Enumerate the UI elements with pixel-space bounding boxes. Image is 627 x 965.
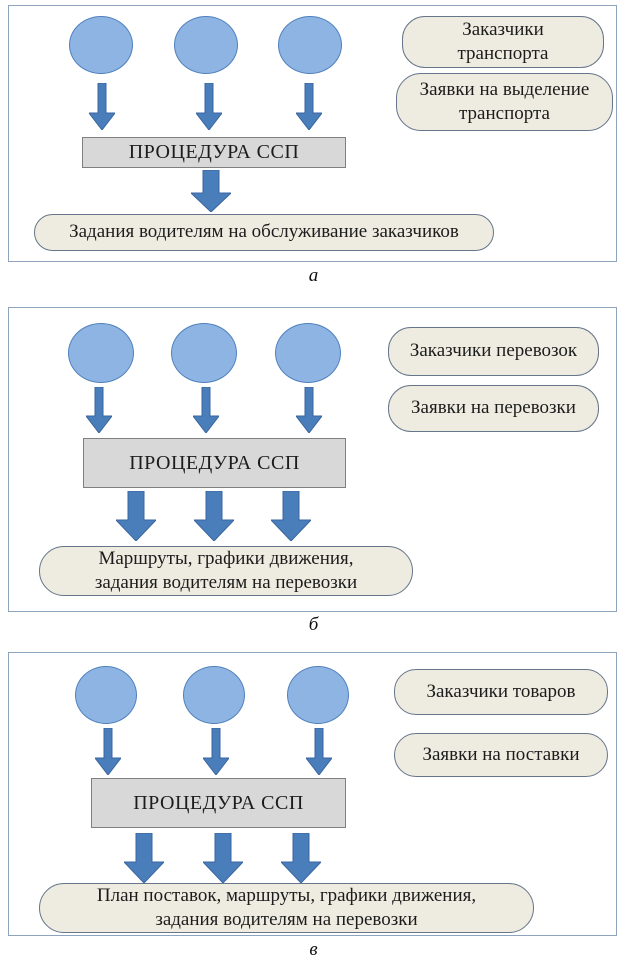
panel-label-v: в — [309, 939, 318, 960]
output-flow-arrow-icon — [279, 832, 323, 884]
output-flow-arrow-icon — [192, 490, 236, 542]
note-line: Заявки на перевозки — [411, 397, 576, 419]
output-box: План поставок, маршруты, графики движени… — [39, 883, 534, 933]
note-requests: Заявки на перевозки — [388, 385, 599, 432]
customer-ellipse — [174, 16, 238, 74]
input-flow-arrow-icon — [87, 82, 117, 131]
note-line: Заказчики товаров — [426, 680, 576, 702]
note-customers: Заказчики перевозок — [388, 327, 599, 376]
note-line: Заявки на поставки — [422, 743, 580, 765]
output-box: Задания водителям на обслуживание заказч… — [34, 214, 494, 251]
note-customers: Заказчики товаров — [394, 669, 608, 715]
output-line: задания водителям на перевозки — [94, 572, 358, 593]
procedure-box: ПРОЦЕДУРА ССП — [91, 778, 346, 828]
output-flow-arrow-icon — [269, 490, 313, 542]
panel-label-b: б — [308, 614, 319, 635]
customer-ellipse — [69, 16, 133, 74]
input-flow-arrow-icon — [304, 727, 334, 776]
input-flow-arrow-icon — [194, 82, 224, 131]
procedure-box: ПРОЦЕДУРА ССП — [82, 137, 346, 168]
input-flow-arrow-icon — [93, 727, 123, 776]
input-flow-arrow-icon — [84, 386, 114, 434]
procedure-label: ПРОЦЕДУРА ССП — [129, 451, 300, 474]
input-flow-arrow-icon — [201, 727, 231, 776]
panel-a: ПРОЦЕДУРА ССП Задания водителям на обслу… — [8, 5, 617, 262]
procedure-label: ПРОЦЕДУРА ССП — [133, 791, 304, 814]
customer-ellipse — [68, 323, 134, 383]
panel-label-a: а — [308, 265, 319, 286]
output-flow-arrow-icon — [201, 832, 245, 884]
output-line: Задания водителям на обслуживание заказч… — [69, 221, 459, 243]
procedure-box: ПРОЦЕДУРА ССП — [83, 438, 346, 488]
output-flow-arrow-icon — [122, 832, 166, 884]
output-box: Маршруты, графики движения, задания води… — [39, 546, 413, 596]
note-line: Заявки на выделение — [419, 78, 590, 100]
customer-ellipse — [287, 666, 349, 724]
input-flow-arrow-icon — [294, 386, 324, 434]
output-flow-arrow-icon — [189, 169, 233, 213]
customer-ellipse — [278, 16, 342, 74]
panel-v: ПРОЦЕДУРА ССП План поставок, маршруты, г… — [8, 652, 617, 936]
customer-ellipse — [75, 666, 137, 724]
input-flow-arrow-icon — [191, 386, 221, 434]
input-flow-arrow-icon — [294, 82, 324, 131]
note-line: транспорта — [459, 103, 550, 124]
output-flow-arrow-icon — [114, 490, 158, 542]
note-line: Заказчики перевозок — [409, 340, 578, 362]
note-line: транспорта — [457, 43, 549, 64]
customer-ellipse — [171, 323, 237, 383]
customer-ellipse — [275, 323, 341, 383]
output-line: Маршруты, графики движения, — [98, 547, 354, 569]
output-line: План поставок, маршруты, графики движени… — [96, 884, 477, 906]
note-requests: Заявки на выделение транспорта — [396, 73, 613, 131]
output-line: задания водителям на перевозки — [155, 909, 418, 930]
panel-b: ПРОЦЕДУРА ССП Маршруты, графики движения… — [8, 307, 617, 612]
note-customers: Заказчики транспорта — [402, 16, 604, 68]
customer-ellipse — [183, 666, 245, 724]
note-requests: Заявки на поставки — [394, 733, 608, 777]
note-line: Заказчики — [462, 18, 544, 40]
procedure-label: ПРОЦЕДУРА ССП — [128, 141, 300, 163]
